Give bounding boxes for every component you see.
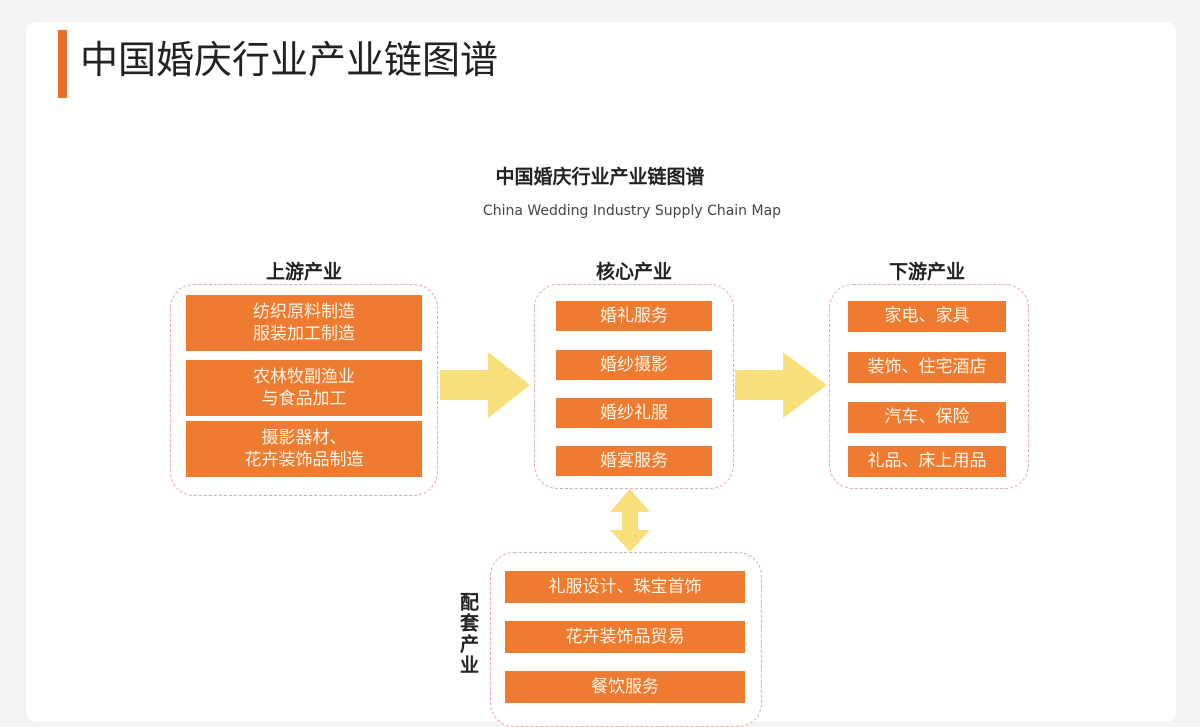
core-item: 婚礼服务 (556, 301, 712, 331)
downstream-item: 装饰、住宅酒店 (848, 352, 1006, 383)
diagram-title: 中国婚庆行业产业链图谱 (495, 166, 705, 188)
supporting-label: 配套产业 (457, 592, 479, 676)
diagram-subtitle: China Wedding Industry Supply Chain Map (482, 203, 782, 219)
arrow-core-to-downstream (735, 352, 827, 418)
core-item: 婚纱摄影 (556, 350, 712, 380)
arrow-core-supporting-bidirectional (610, 489, 650, 552)
arrow-upstream-to-core (440, 352, 530, 418)
downstream-item: 礼品、床上用品 (848, 446, 1006, 477)
downstream-label: 下游产业 (888, 261, 965, 283)
supporting-item: 餐饮服务 (505, 671, 745, 703)
upstream-label: 上游产业 (265, 261, 342, 283)
upstream-item: 纺织原料制造 服装加工制造 (186, 295, 422, 351)
downstream-item: 家电、家具 (848, 301, 1006, 332)
supporting-item: 礼服设计、珠宝首饰 (505, 571, 745, 603)
title-accent-bar (58, 30, 67, 98)
supporting-item: 花卉装饰品贸易 (505, 621, 745, 653)
core-item: 婚纱礼服 (556, 398, 712, 428)
upstream-item: 农林牧副渔业 与食品加工 (186, 360, 422, 416)
page-title: 中国婚庆行业产业链图谱 (80, 38, 499, 82)
downstream-item: 汽车、保险 (848, 402, 1006, 433)
upstream-item: 摄影器材、 花卉装饰品制造 (186, 421, 422, 477)
core-label: 核心产业 (595, 261, 672, 283)
core-item: 婚宴服务 (556, 446, 712, 476)
